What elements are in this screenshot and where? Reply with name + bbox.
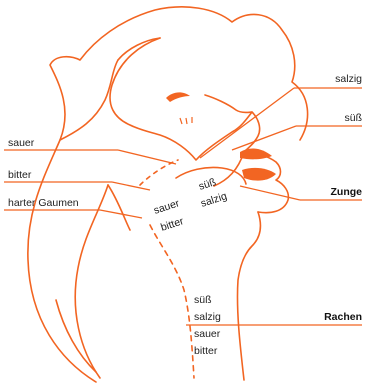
pharynx-dashed [150,225,194,378]
leader-line-suess-right-ext [232,126,296,150]
leader-line-zunge-ext [240,186,300,200]
chin-outline [237,212,260,380]
hair-strand-1 [75,185,108,378]
label-throat-salzig: salzig [194,311,221,323]
nose-outline [205,95,252,113]
lips-outline [244,152,288,213]
label-rachen: Rachen [324,311,362,323]
label-inner-salzig: salzig [199,190,228,210]
label-throat-sauer: sauer [194,328,221,340]
label-inner-suess: süß [197,176,217,193]
hair-outline [28,7,308,382]
label-salzig-right: salzig [335,73,362,85]
label-throat-bitter: bitter [194,345,218,357]
eyebrow [166,92,190,102]
label-harter-gaumen: harter Gaumen [8,197,79,209]
label-inner-bitter: bitter [159,215,185,234]
neck-back [108,185,130,230]
label-inner-sauer: sauer [152,197,181,217]
label-bitter-left: bitter [8,169,32,181]
label-sauer-left: sauer [8,137,35,149]
eyelashes [180,117,192,124]
face-outline [110,38,260,160]
leader-line-sauer-left-ext [118,150,176,164]
lower-lip [242,168,276,181]
label-suess-right: süß [344,112,362,124]
leader-line-bitter-left-ext [112,182,150,190]
label-zunge: Zunge [331,186,363,198]
label-throat-suess: süß [194,294,212,306]
